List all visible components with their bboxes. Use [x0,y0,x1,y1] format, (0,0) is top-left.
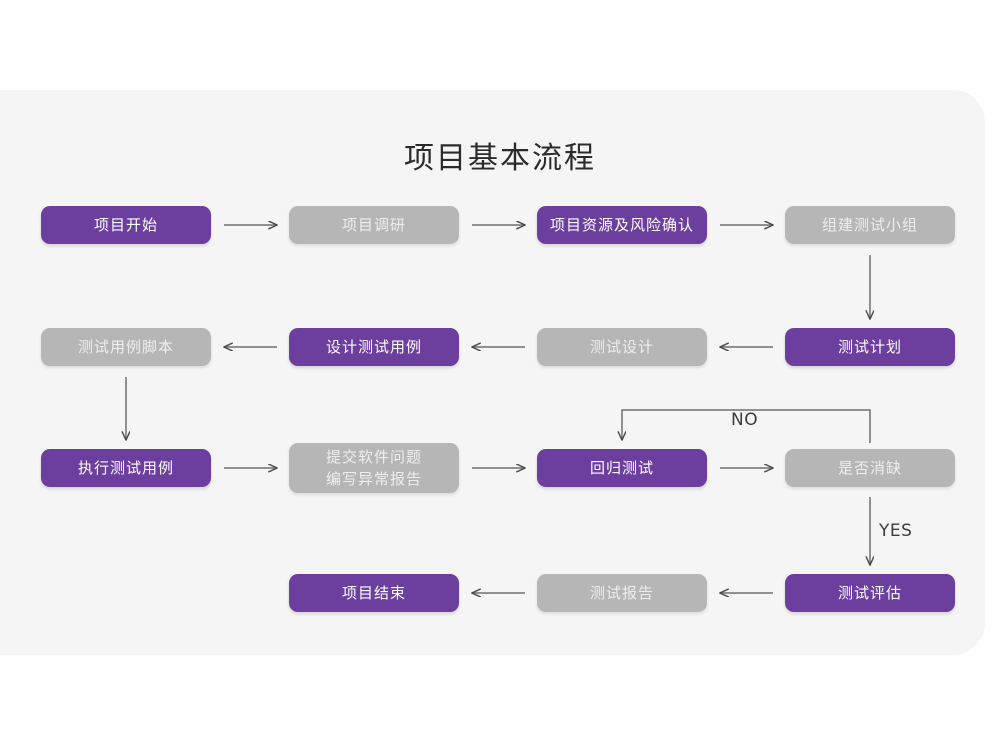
edge-label-no: NO [731,410,759,430]
flow-node-n5[interactable]: 测试用例脚本 [41,328,211,366]
flow-node-n7[interactable]: 测试设计 [537,328,707,366]
flow-node-n6[interactable]: 设计测试用例 [289,328,459,366]
flow-node-n3[interactable]: 项目资源及风险确认 [537,206,707,244]
flow-node-n15[interactable]: 测试评估 [785,574,955,612]
edge-label-yes: YES [879,521,913,541]
flow-node-n2[interactable]: 项目调研 [289,206,459,244]
flow-node-n9[interactable]: 执行测试用例 [41,449,211,487]
flow-node-n12[interactable]: 是否消缺 [785,449,955,487]
page-title: 项目基本流程 [404,141,596,176]
flow-node-n1[interactable]: 项目开始 [41,206,211,244]
diagram-panel [0,90,985,655]
flow-node-n14[interactable]: 测试报告 [537,574,707,612]
flow-node-n10[interactable]: 提交软件问题 编写异常报告 [289,443,459,493]
flow-node-n4[interactable]: 组建测试小组 [785,206,955,244]
flow-node-n11[interactable]: 回归测试 [537,449,707,487]
flow-node-n13[interactable]: 项目结束 [289,574,459,612]
flow-node-n8[interactable]: 测试计划 [785,328,955,366]
